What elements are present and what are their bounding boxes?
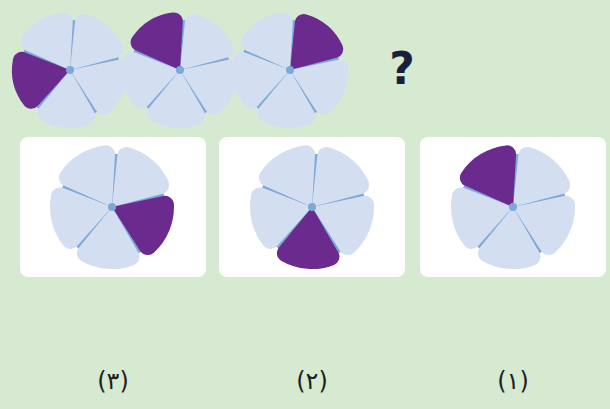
option-number: (۱): [497, 367, 529, 395]
option-number: (۳): [97, 367, 129, 395]
flower-center: [108, 203, 116, 211]
flower-figure: [50, 145, 174, 269]
flower-petal: [59, 145, 115, 207]
flower-figure: [232, 12, 348, 128]
option-card: [219, 137, 405, 277]
option-number: (۲): [296, 367, 328, 395]
flower-petal: [460, 145, 516, 207]
flower-figure: [12, 12, 128, 128]
flower-center: [308, 203, 316, 211]
flower-petal: [131, 12, 183, 70]
flower-figure: [451, 145, 575, 269]
question-mark: ?: [389, 43, 415, 94]
flower-center: [286, 66, 294, 74]
flower-center: [509, 203, 517, 211]
option-card: [20, 137, 206, 277]
flower-center: [66, 66, 74, 74]
flower-petal: [21, 12, 73, 70]
flower-petal: [259, 145, 315, 207]
flower-petal: [241, 12, 293, 70]
option-card: [420, 137, 606, 277]
flower-figure: [122, 12, 238, 128]
flower-center: [176, 66, 184, 74]
flower-figure: [250, 145, 374, 269]
